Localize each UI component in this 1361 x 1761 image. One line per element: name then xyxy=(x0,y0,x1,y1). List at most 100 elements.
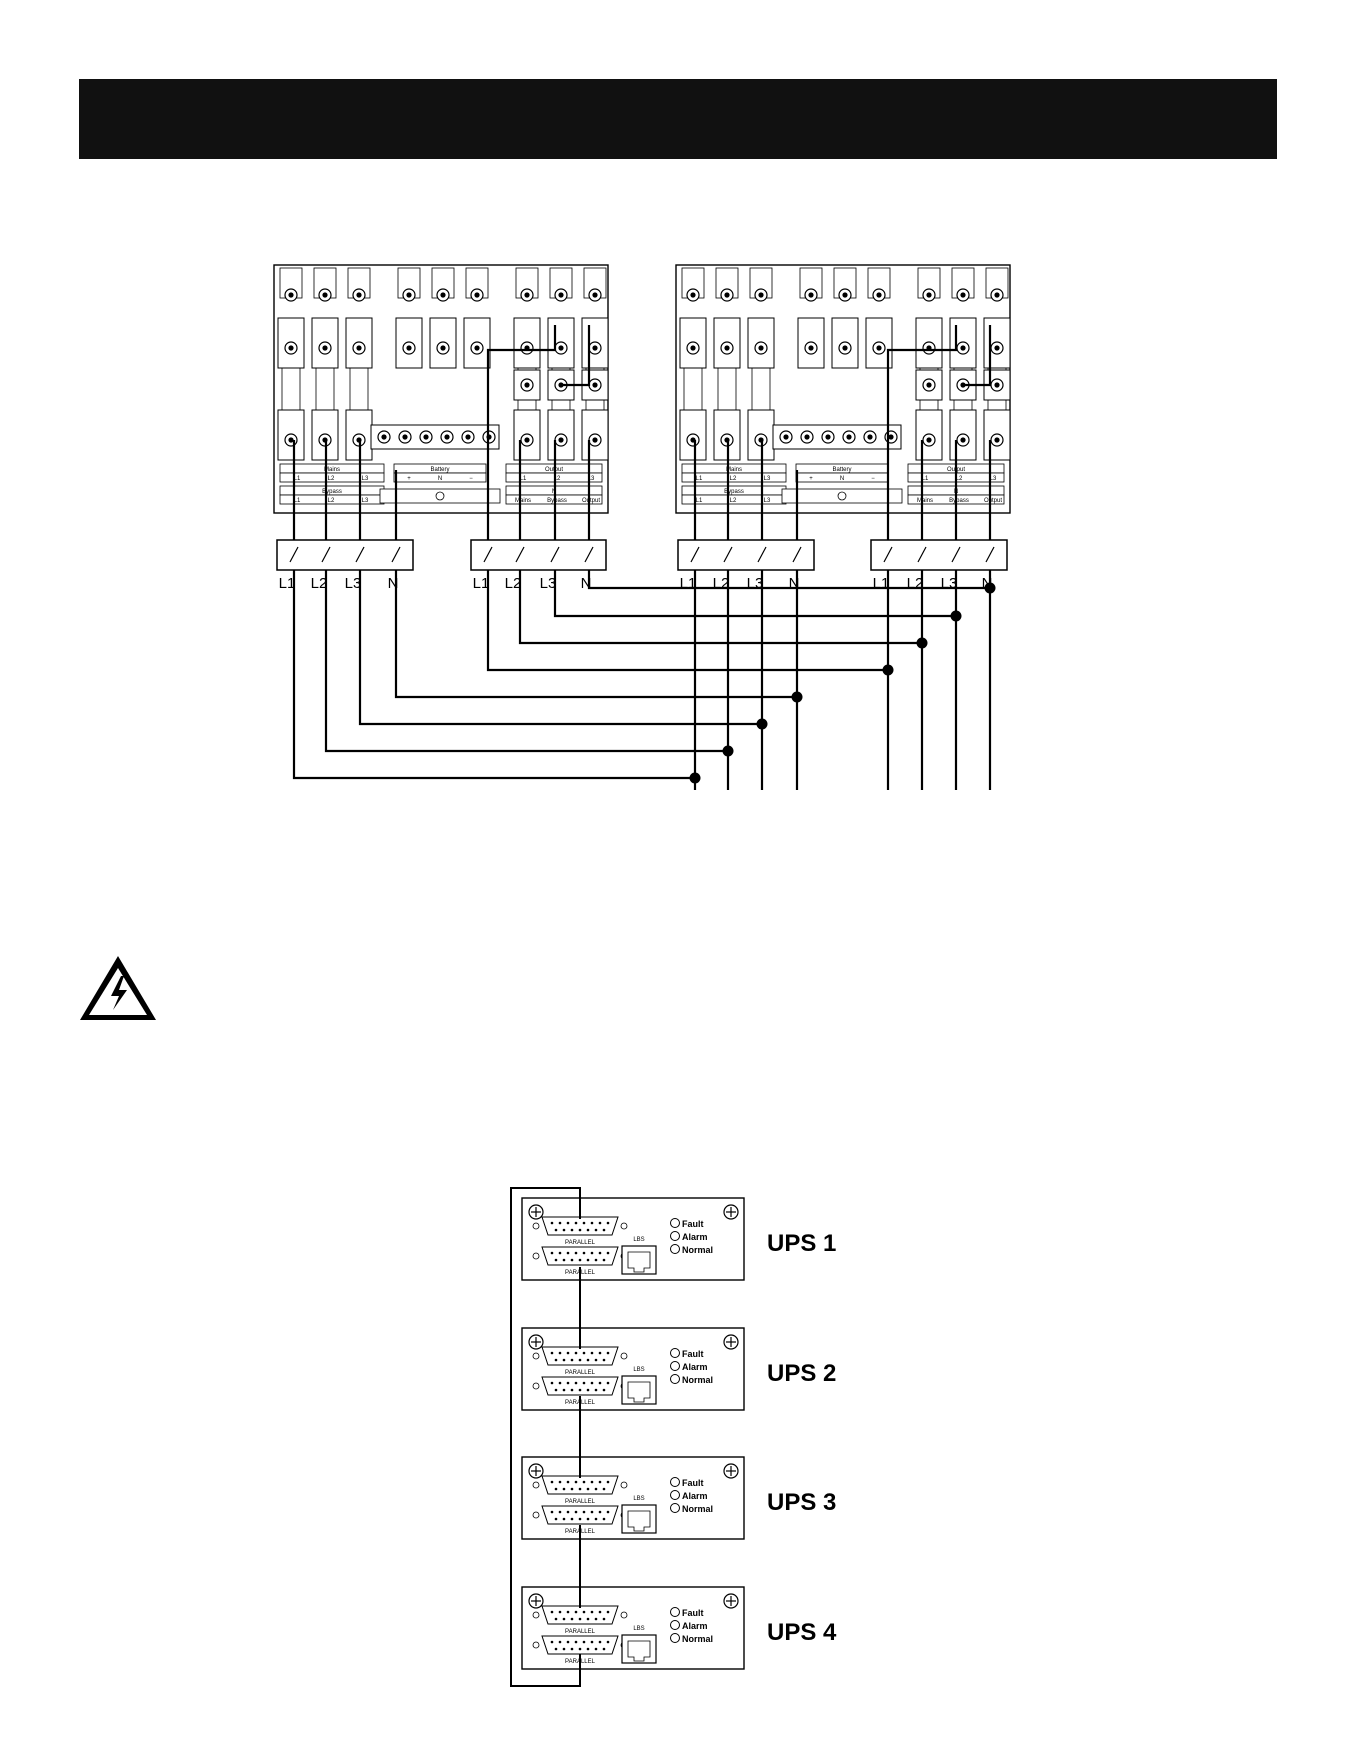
label-out-n-output: Output xyxy=(582,498,600,504)
label-l2: L2 xyxy=(730,498,737,504)
parallel-label: PARALLEL xyxy=(565,1499,596,1505)
label-l3: L3 xyxy=(588,476,595,482)
label-l2: L2 xyxy=(328,476,335,482)
label-out-n-mains: Mains xyxy=(917,498,933,504)
junction-dot xyxy=(791,691,803,703)
switch-contact xyxy=(883,546,893,563)
terminal-label: L1 xyxy=(873,575,890,592)
terminal-label: L3 xyxy=(941,575,958,592)
label-plus: + xyxy=(407,476,411,482)
label-mains: Mains xyxy=(324,467,340,473)
parallel-link-wire xyxy=(553,570,956,618)
parallel-connector xyxy=(541,1605,619,1625)
led-normal-icon xyxy=(670,1633,680,1643)
led-normal-icon xyxy=(670,1244,680,1254)
label-l3: L3 xyxy=(764,498,771,504)
parallel-loop-cable xyxy=(510,1187,581,1687)
switch-contact xyxy=(951,546,961,563)
label-l2: L2 xyxy=(956,476,963,482)
junction-dot xyxy=(984,582,996,594)
switch-contact xyxy=(584,546,594,563)
header-bar xyxy=(79,79,1277,159)
terminal-label: L3 xyxy=(345,575,362,592)
label-l2: L2 xyxy=(730,476,737,482)
parallel-connector xyxy=(541,1246,619,1266)
label-l3: L3 xyxy=(362,476,369,482)
wire xyxy=(560,325,591,387)
switch-contact xyxy=(917,546,927,563)
parallel-connector xyxy=(541,1475,619,1495)
lbs-label: LBS xyxy=(633,1626,644,1632)
led-alarm-icon xyxy=(670,1490,680,1500)
wire xyxy=(962,325,992,387)
parallel-link-wire xyxy=(292,570,695,780)
parallel-label: PARALLEL xyxy=(565,1370,596,1376)
led-fault-icon xyxy=(670,1477,680,1487)
breaker-body xyxy=(677,539,815,571)
led-label-normal: Normal xyxy=(682,1245,713,1255)
terminal-label: L2 xyxy=(505,575,522,592)
terminal-label: L1 xyxy=(680,575,697,592)
junction-dot xyxy=(916,637,928,649)
terminal-label: N xyxy=(388,575,399,592)
ups-label-2: UPS 2 xyxy=(767,1360,836,1387)
switch-contact xyxy=(792,546,802,563)
label-l1: L1 xyxy=(922,476,929,482)
terminal-label: L2 xyxy=(907,575,924,592)
switch-contact xyxy=(355,546,365,563)
junction-dot xyxy=(722,745,734,757)
label-l1: L1 xyxy=(520,476,527,482)
battery-busbar xyxy=(370,424,500,450)
terminal-label: L3 xyxy=(540,575,557,592)
parallel-connector xyxy=(541,1376,619,1396)
label-minus: − xyxy=(871,476,875,482)
switch-contact xyxy=(550,546,560,563)
junction-dot xyxy=(689,772,701,784)
label-out-n-bypass: Bypass xyxy=(547,498,567,504)
terminal-label: L3 xyxy=(747,575,764,592)
label-out-n-output: Output xyxy=(984,498,1002,504)
terminal-label: N xyxy=(581,575,592,592)
led-label-normal: Normal xyxy=(682,1375,713,1385)
parallel-link-wire xyxy=(324,570,728,753)
terminal-label: L1 xyxy=(279,575,296,592)
label-l2: L2 xyxy=(554,476,561,482)
led-normal-icon xyxy=(670,1503,680,1513)
wire xyxy=(886,348,920,540)
terminal-label: L2 xyxy=(713,575,730,592)
led-label-normal: Normal xyxy=(682,1634,713,1644)
label-l1: L1 xyxy=(294,476,301,482)
label-out-n-mains: Mains xyxy=(515,498,531,504)
junction-dot xyxy=(756,718,768,730)
led-alarm-icon xyxy=(670,1620,680,1630)
label-out-n-bypass: Bypass xyxy=(949,498,969,504)
terminal-label: L2 xyxy=(311,575,328,592)
switch-contact xyxy=(391,546,401,563)
label-minus: − xyxy=(469,476,473,482)
switch-contact xyxy=(289,546,299,563)
label-battery: Battery xyxy=(430,467,449,473)
led-fault-icon xyxy=(670,1348,680,1358)
parallel-cable xyxy=(510,1187,581,1687)
breaker-body xyxy=(870,539,1008,571)
led-label-alarm: Alarm xyxy=(682,1232,708,1242)
lbs-label: LBS xyxy=(633,1237,644,1243)
parallel-link-wire xyxy=(518,570,922,645)
led-label-alarm: Alarm xyxy=(682,1491,708,1501)
label-n: N xyxy=(840,476,844,482)
wire xyxy=(920,325,958,352)
label-l3: L3 xyxy=(990,476,997,482)
label-mains: Mains xyxy=(726,467,742,473)
parallel-link-wire xyxy=(358,570,762,726)
led-label-fault: Fault xyxy=(682,1349,704,1359)
label-plus: + xyxy=(809,476,813,482)
lbs-label: LBS xyxy=(633,1367,644,1373)
parallel-connector xyxy=(541,1346,619,1366)
led-fault-icon xyxy=(670,1218,680,1228)
